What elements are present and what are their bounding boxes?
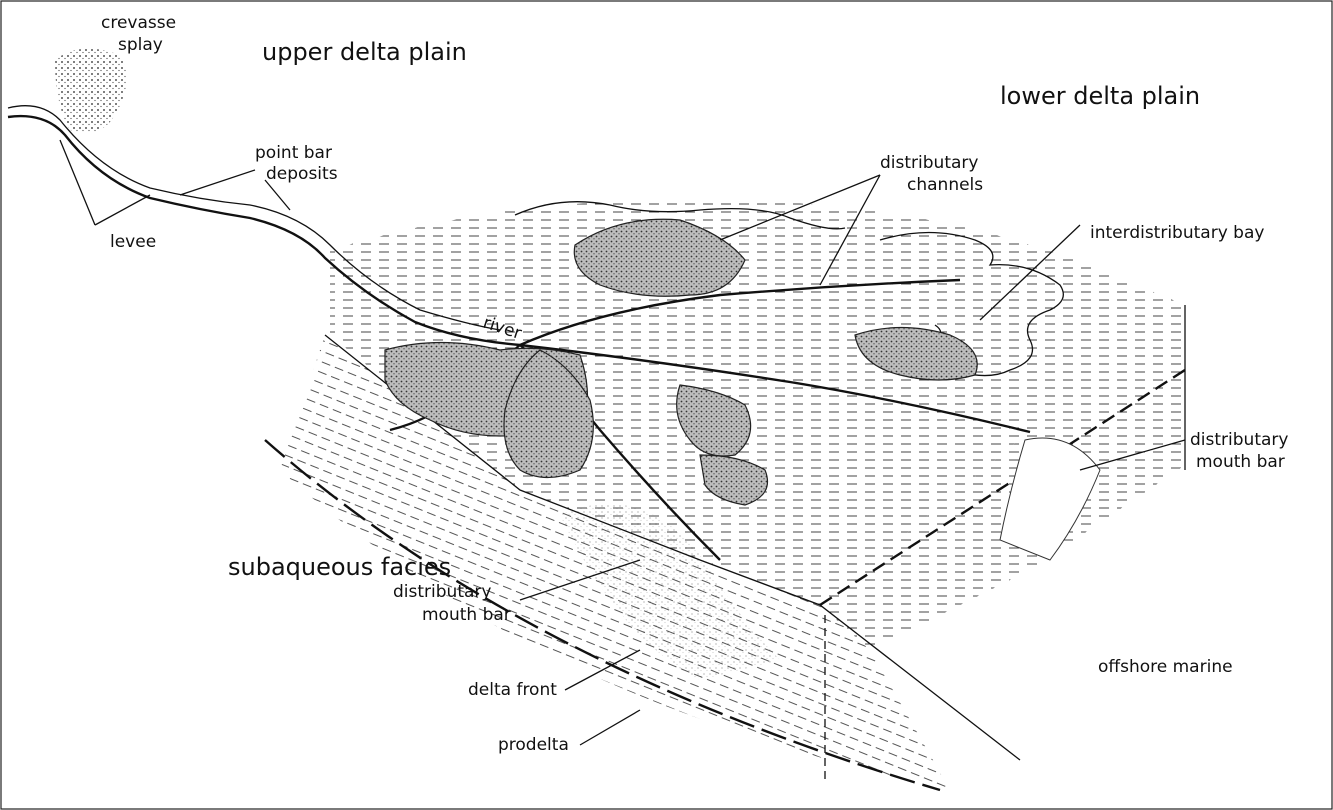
label-crevasse-line2: splay (118, 35, 163, 55)
label-point-bar-line1: point bar (255, 143, 332, 163)
label-delta-front: delta front (468, 680, 557, 700)
label-lower-delta-plain: lower delta plain (1000, 82, 1200, 110)
label-point-bar-line2: deposits (266, 164, 338, 184)
label-mouth-bar-left-line2: mouth bar (422, 605, 511, 625)
crevasse-splay-fill (55, 49, 126, 133)
label-distributary-channels-line1: distributary (880, 153, 978, 173)
label-mouth-bar-right-line2: mouth bar (1196, 452, 1285, 472)
label-interdistributary-bay: interdistributary bay (1090, 223, 1264, 243)
label-offshore-marine: offshore marine (1098, 657, 1233, 677)
label-distributary-channels-line2: channels (907, 175, 983, 195)
label-levee: levee (110, 232, 156, 252)
label-mouth-bar-right-line1: distributary (1190, 430, 1288, 450)
label-prodelta: prodelta (498, 735, 569, 755)
label-crevasse-line1: crevasse (101, 13, 176, 33)
label-subaqueous-facies: subaqueous facies (228, 553, 451, 581)
label-mouth-bar-left-line1: distributary (393, 582, 491, 602)
label-upper-delta-plain: upper delta plain (262, 38, 467, 66)
